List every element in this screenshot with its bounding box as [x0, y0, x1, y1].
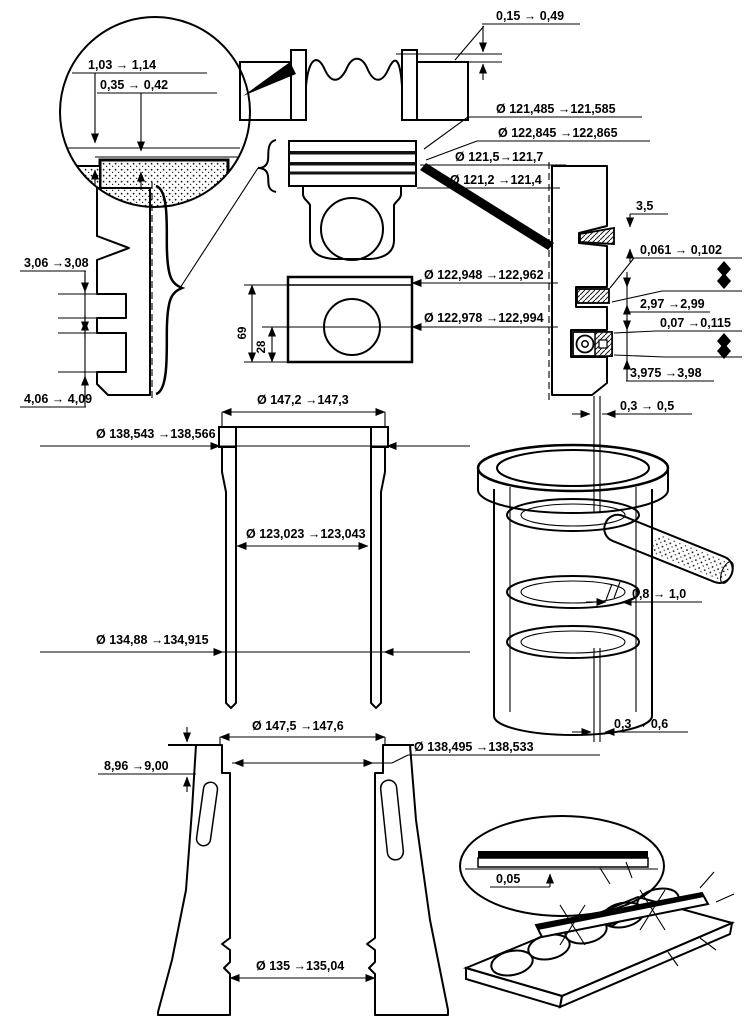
groove-section-brace	[155, 184, 186, 396]
ring-detail-leader-arrow	[420, 163, 554, 250]
dim-top-ring-height: 3,5	[636, 199, 653, 213]
dim-liner-upper-od: Ø 138,543 →138,566	[96, 427, 216, 441]
ring-detail-section-view: 3,5 0,061 → 0,102 2,97 →2,99 0,07 →0,115…	[548, 162, 742, 400]
dim-detail-recess-depth: 0,35 → 0,42	[100, 78, 168, 92]
dim-ring-land-diameter: Ø 122,845 →122,865	[498, 126, 618, 140]
piston-front-view: Ø 121,485 →121,585 Ø 122,845 →122,865 Ø …	[179, 102, 650, 289]
dim-crown-protrusion: 0,15 → 0,49	[496, 9, 564, 23]
dim-feeler-bottom-thickness: 0,3 → 0,6	[614, 717, 668, 731]
deck-detail-circle-view: 1,03 → 1,14 0,35 → 0,42	[59, 16, 296, 208]
dim-ring4-groove-diameter: Ø 121,2 →121,4	[450, 173, 542, 187]
feeler-gauge-handle	[603, 513, 734, 584]
dim-ring3-groove-diameter: Ø 121,5→121,7	[455, 150, 543, 164]
dim-ring2-side-clearance: 0,061 → 0,102	[640, 243, 722, 257]
dim-seat-upper-bore: Ø 138,495 →138,533	[414, 740, 534, 754]
dim-piston-top-diameter: Ø 122,948 →122,962	[424, 268, 544, 282]
dim-oil-ring-clearance: 0,07 →0,115	[660, 316, 731, 330]
dim-counterbore-depth: 8,96 →9,00	[104, 759, 169, 773]
ring-gap-check-view: 0,3 → 0,5 0,8 → 1,0 0,3 → 0,6	[476, 396, 734, 742]
groove-section-view: 3,06 →3,08 4,06 → 4,09	[20, 182, 186, 408]
dim-ring1-groove-diameter: Ø 121,485 →121,585	[496, 102, 616, 116]
dim-piston-skirt-diameter: Ø 122,978 →122,994	[424, 311, 544, 325]
detail-leader-arrow	[243, 62, 296, 96]
dim-liner-lower-od: Ø 134,88 →134,915	[96, 633, 209, 647]
dim-ring2-height: 2,97 →2,99	[640, 297, 705, 311]
liner-section-view: Ø 147,2 →147,3 Ø 138,543 →138,566 Ø 123,…	[40, 393, 470, 710]
dim-liner-flange-diameter: Ø 147,2 →147,3	[257, 393, 349, 407]
dim-detail-step-height: 1,03 → 1,14	[88, 58, 156, 72]
dim-pin-center-height: 69	[237, 327, 249, 340]
protrusion-check-view: 0,05	[459, 815, 736, 1009]
dim-seat-pilot-bore: Ø 135 →135,04	[256, 959, 344, 973]
dim-feeler-top-thickness: 0,3 → 0,5	[620, 399, 674, 413]
dim-liner-bore-diameter: Ø 123,023 →123,043	[246, 527, 366, 541]
deck-section-view: 0,15 → 0,49	[239, 9, 580, 121]
dim-groove3-height: 4,06 → 4,09	[24, 392, 92, 406]
dim-liner-protrusion-check: 0,05	[496, 872, 520, 886]
dim-ring-end-gap: 0,8 → 1,0	[632, 587, 686, 601]
dim-oil-ring-height: 3,975 →3,98	[630, 366, 702, 380]
block-seat-section-view: Ø 147,5 →147,6 8,96 →9,00 Ø 138,495 →138…	[98, 719, 600, 1016]
dim-pin-offset-height: 28	[256, 340, 268, 353]
dim-counterbore-diameter: Ø 147,5 →147,6	[252, 719, 344, 733]
ring-belt-brace	[257, 139, 277, 193]
dim-groove2-height: 3,06 →3,08	[24, 256, 89, 270]
piston-skirt-section-view: Ø 122,948 →122,962 Ø 122,978 →122,994 69…	[237, 268, 558, 364]
